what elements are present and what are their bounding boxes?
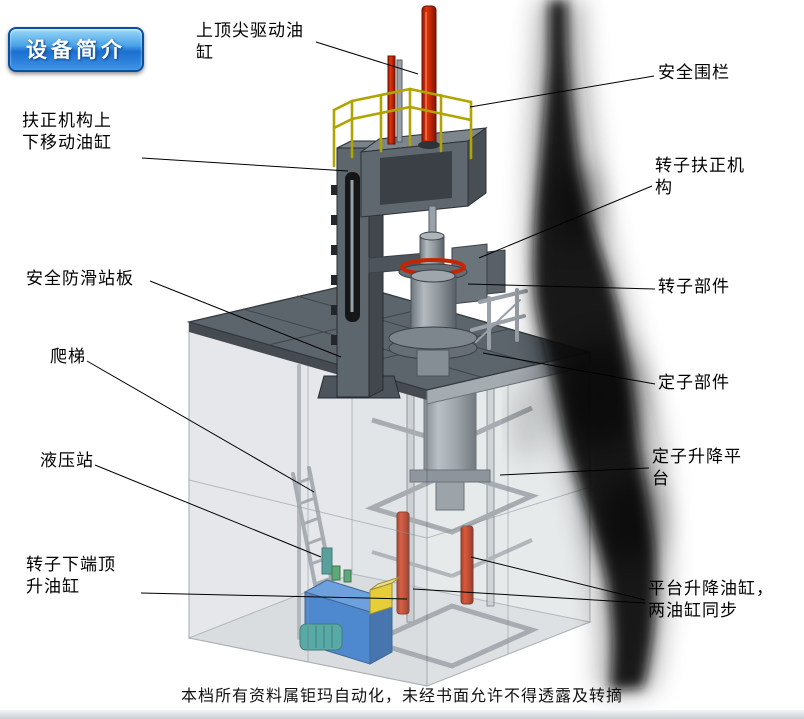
bottom-edge-strip — [0, 710, 804, 719]
label-stator-lift-platform: 定子升降平 台 — [652, 447, 742, 490]
footer-copyright: 本档所有资料属钜玛自动化，未经书面允许不得透露及转摘 — [180, 686, 623, 705]
safety-fence-graphic — [332, 87, 473, 168]
label-top-spindle-drive-cylinder: 上顶尖驱动油 缸 — [196, 21, 304, 64]
top-drive-cylinder-graphic — [387, 5, 440, 149]
label-hydraulic-station: 液压站 — [40, 451, 94, 471]
label-rotor-centering-mechanism: 转子扶正机 构 — [655, 156, 745, 199]
label-rotor-component: 转子部件 — [658, 277, 730, 297]
hydraulic-station-graphic — [299, 547, 401, 665]
label-stator-component: 定子部件 — [658, 373, 730, 393]
platform-lift-cylinder-graphics — [396, 511, 474, 615]
title-badge: 设备简介 — [8, 27, 144, 72]
label-platform-lift-cylinders: 平台升降油缸， 两油缸同步 — [648, 579, 774, 622]
label-rotor-bottom-jack-cylinder: 转子下端顶 升油缸 — [26, 555, 116, 598]
leader-lines — [86, 41, 656, 604]
rotor-assembly — [368, 205, 506, 377]
label-ladder: 爬梯 — [50, 347, 86, 367]
label-safety-fence: 安全围栏 — [658, 63, 730, 83]
stator-guide-frame — [470, 288, 528, 350]
label-antislip-standing-plate: 安全防滑站板 — [26, 269, 134, 289]
label-centering-updown-cylinder: 扶正机构上 下移动油缸 — [22, 111, 112, 154]
title-badge-label: 设备简介 — [26, 38, 126, 62]
ink-smear — [516, 0, 666, 692]
